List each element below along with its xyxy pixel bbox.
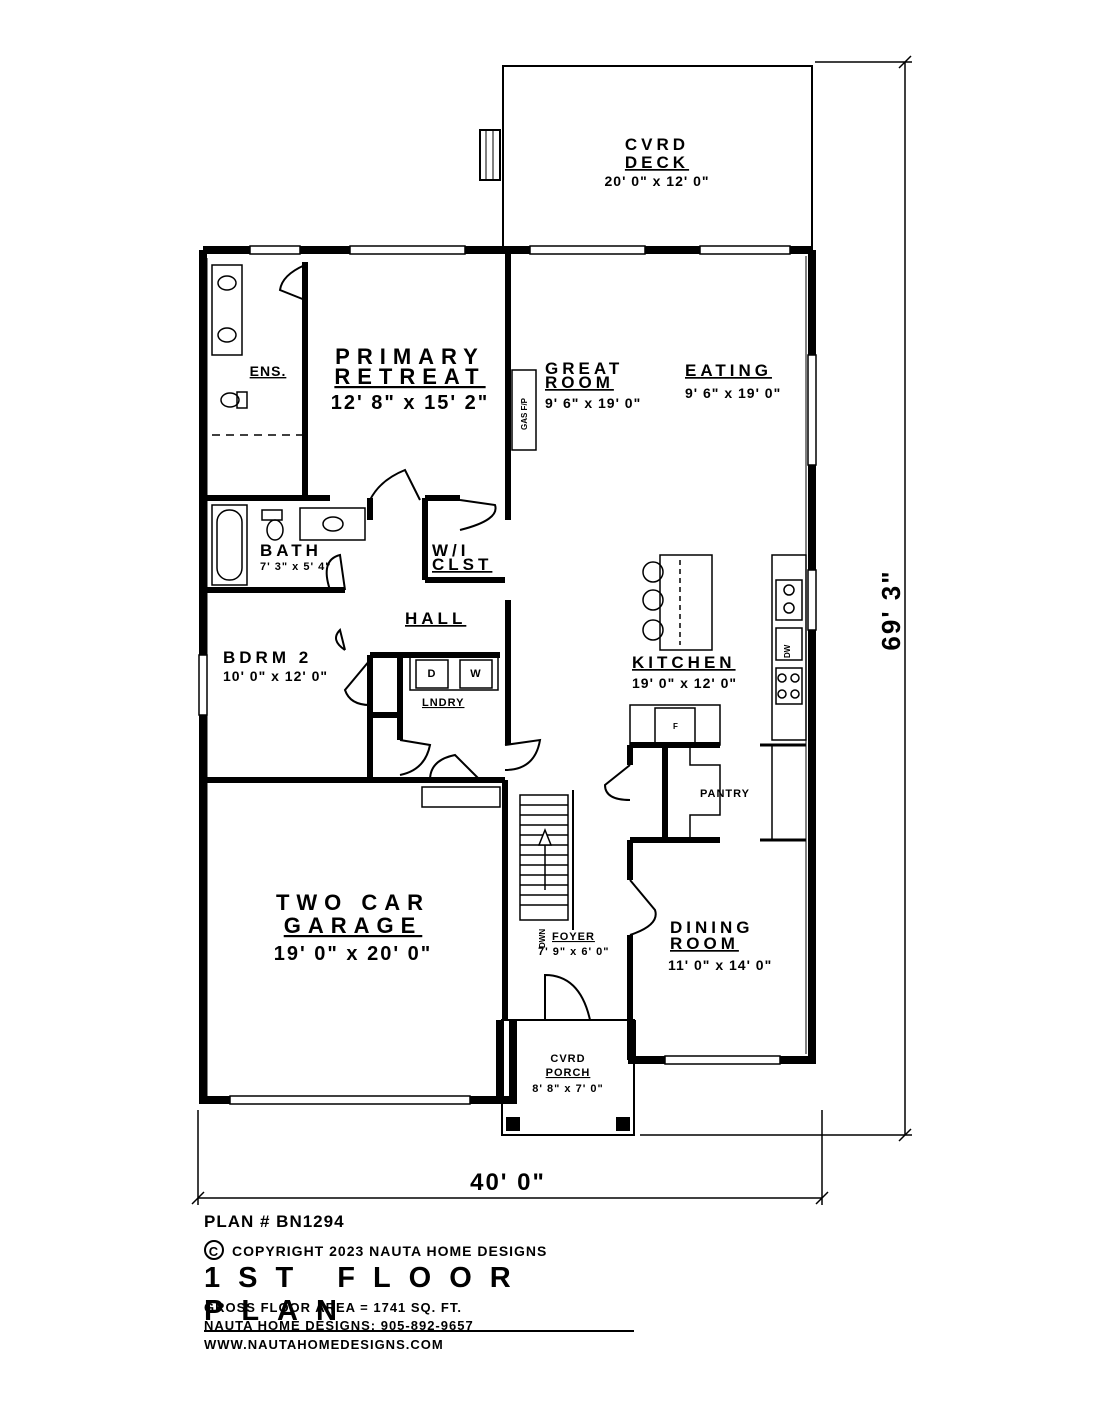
- svg-text:GARAGE: GARAGE: [284, 913, 423, 938]
- gross-floor-area: GROSS FLOOR AREA = 1741 SQ. FT.: [204, 1300, 462, 1315]
- svg-text:TWO CAR: TWO CAR: [276, 890, 430, 915]
- svg-text:10' 0" x 12' 0": 10' 0" x 12' 0": [223, 668, 328, 684]
- svg-text:FOYER: FOYER: [552, 931, 595, 943]
- svg-text:KITCHEN: KITCHEN: [632, 653, 736, 672]
- svg-text:W/I: W/I: [432, 541, 470, 560]
- eating-label: EATING 9' 6" x 19' 0": [685, 361, 781, 401]
- dimension-lines: [191, 55, 912, 1205]
- svg-text:12' 8" x 15' 2": 12' 8" x 15' 2": [331, 392, 490, 414]
- foyer-label: DWN FOYER 7' 9" x 6' 0": [538, 929, 609, 958]
- bdrm2-label: BDRM 2 10' 0" x 12' 0": [223, 648, 328, 684]
- svg-text:PRIMARY: PRIMARY: [335, 344, 485, 369]
- svg-text:11' 0" x 14' 0": 11' 0" x 14' 0": [668, 957, 772, 973]
- garage-step: [421, 786, 501, 808]
- svg-text:CVRD: CVRD: [625, 135, 689, 154]
- copyright-text: COPYRIGHT 2023 NAUTA HOME DESIGNS: [232, 1243, 548, 1259]
- dining-label: DINING ROOM 11' 0" x 14' 0": [668, 918, 772, 973]
- ensuite-fixtures: [211, 264, 305, 436]
- overall-width-label: 40' 0": [470, 1169, 546, 1196]
- porch: [501, 1019, 635, 1136]
- svg-text:BATH: BATH: [260, 541, 322, 560]
- copyright-line: C COPYRIGHT 2023 NAUTA HOME DESIGNS: [204, 1240, 547, 1260]
- website-link[interactable]: WWW.NAUTAHOMEDESIGNS.COM: [204, 1337, 444, 1352]
- copyright-icon: C: [204, 1240, 224, 1260]
- svg-text:DINING: DINING: [670, 918, 754, 937]
- fireplace: [511, 369, 537, 451]
- ensuite-label: ENS.: [250, 363, 287, 379]
- svg-text:PORCH: PORCH: [546, 1067, 591, 1079]
- svg-text:ROOM: ROOM: [670, 934, 739, 953]
- svg-text:F: F: [673, 722, 678, 731]
- svg-text:BDRM 2: BDRM 2: [223, 648, 312, 667]
- deck-label: CVRD DECK 20' 0" x 12' 0": [605, 135, 710, 189]
- svg-text:8' 8" x 7' 0": 8' 8" x 7' 0": [532, 1083, 603, 1095]
- svg-text:7' 9" x 6' 0": 7' 9" x 6' 0": [538, 946, 609, 958]
- svg-text:20' 0" x 12' 0": 20' 0" x 12' 0": [605, 173, 710, 189]
- primary-retreat-label: PRIMARY RETREAT 12' 8" x 15' 2": [331, 344, 490, 414]
- hall-label: HALL: [405, 609, 466, 628]
- svg-text:CVRD: CVRD: [550, 1053, 585, 1065]
- floor-plan-title: 1ST FLOOR PLAN: [204, 1262, 634, 1332]
- svg-text:DW: DW: [783, 644, 792, 658]
- designer-phone: NAUTA HOME DESIGNS: 905-892-9657: [204, 1318, 474, 1333]
- svg-text:CLST: CLST: [432, 555, 492, 574]
- svg-text:7' 3" x 5' 4": 7' 3" x 5' 4": [260, 561, 331, 573]
- kitchen-fixtures: [629, 554, 807, 842]
- porch-label: CVRD PORCH 8' 8" x 7' 0": [532, 1053, 603, 1095]
- svg-text:D: D: [428, 668, 437, 680]
- doors: [278, 264, 657, 1021]
- covered-deck: [479, 65, 813, 250]
- svg-text:19' 0" x 20' 0": 19' 0" x 20' 0": [274, 943, 433, 965]
- wic-label: W/I CLST: [432, 541, 492, 574]
- laundry-label: D W LNDRY: [422, 668, 481, 709]
- svg-text:EATING: EATING: [685, 361, 772, 380]
- garage-label: TWO CAR GARAGE 19' 0" x 20' 0": [274, 890, 433, 965]
- laundry-fixtures: [409, 654, 499, 691]
- svg-text:LNDRY: LNDRY: [422, 697, 464, 709]
- plan-number: PLAN # BN1294: [204, 1212, 345, 1231]
- pantry-label: PANTRY: [700, 788, 750, 800]
- stairs: [519, 790, 574, 930]
- windows: [198, 245, 817, 1105]
- bath-fixtures: [211, 504, 366, 586]
- bath-label: BATH 7' 3" x 5' 4": [260, 541, 331, 573]
- svg-text:GREAT: GREAT: [545, 359, 623, 378]
- svg-text:9' 6" x 19' 0": 9' 6" x 19' 0": [545, 395, 641, 411]
- overall-depth-label: 69' 3": [876, 569, 906, 650]
- svg-text:19' 0" x 12' 0": 19' 0" x 12' 0": [632, 675, 737, 691]
- svg-text:DECK: DECK: [625, 153, 689, 172]
- kitchen-label: KITCHEN 19' 0" x 12' 0" DW F: [632, 644, 792, 731]
- svg-text:9' 6" x 19' 0": 9' 6" x 19' 0": [685, 385, 781, 401]
- svg-text:ROOM: ROOM: [545, 373, 614, 392]
- fireplace-label: GAS F/P: [520, 397, 529, 430]
- great-room-label: GREAT ROOM 9' 6" x 19' 0": [545, 359, 641, 411]
- svg-text:DWN: DWN: [538, 929, 547, 948]
- svg-text:W: W: [470, 668, 481, 680]
- svg-text:RETREAT: RETREAT: [334, 364, 485, 389]
